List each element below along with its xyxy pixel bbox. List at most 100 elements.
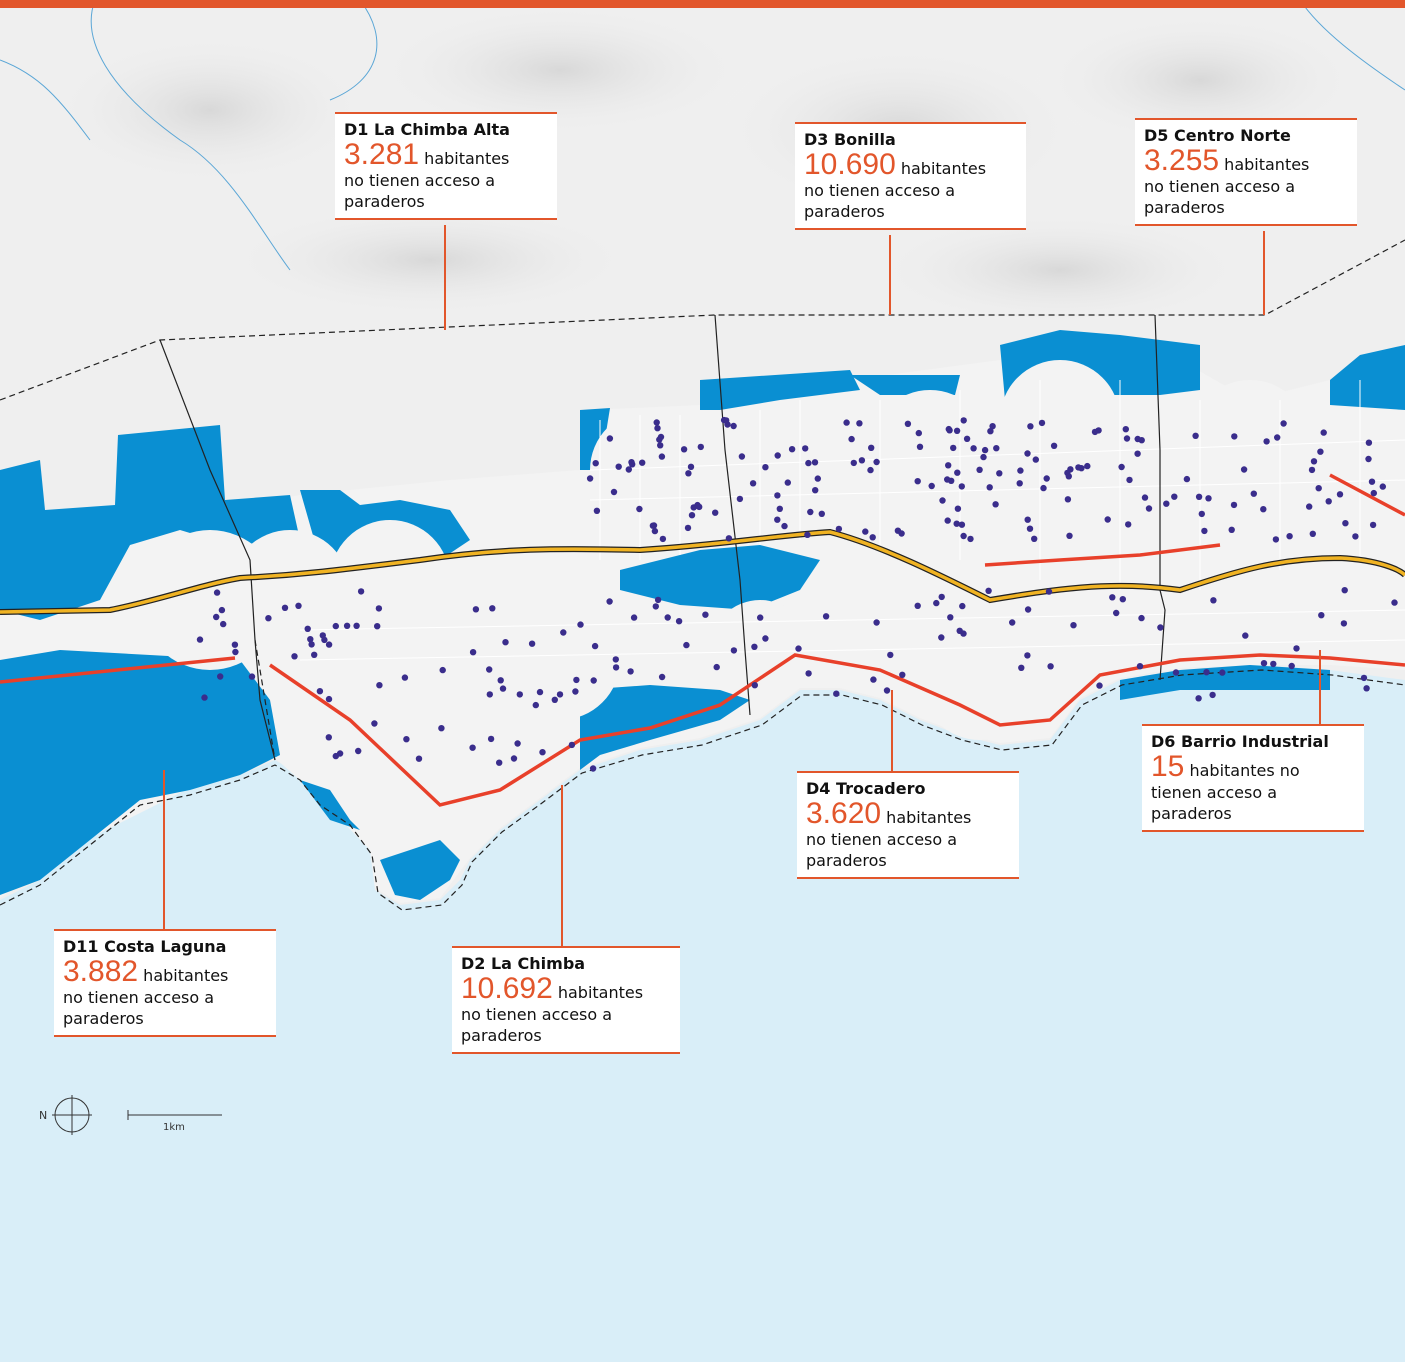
bus-stop-point [757,614,764,621]
bus-stop-point [712,509,719,516]
bus-stop-point [996,470,1003,477]
bus-stop-point [1368,478,1376,485]
district-name: D6 Barrio Industrial [1151,732,1329,751]
bus-stop-point [304,625,311,632]
bus-stop-point [805,459,812,467]
callout-d6[interactable]: D6 Barrio Industrial 15 habitantes no ti… [1142,724,1364,832]
bus-stop-point [730,647,738,654]
bus-stop-point [353,622,360,629]
district-note: tienen acceso a paraderos [1151,783,1278,823]
bus-stop-point [586,475,594,482]
bus-stop-point [497,677,504,684]
bus-stop-point [439,666,446,674]
scale-bar [127,1110,222,1120]
callout-d3[interactable]: D3 Bonilla 10.690 habitantes no tienen a… [795,122,1026,230]
bus-stop-point [873,458,880,466]
bus-stop-point [751,643,758,650]
bus-stop-point [960,417,967,424]
bus-stop-point [1104,516,1111,523]
bus-stop-point [1340,620,1348,627]
bus-stop-point [325,641,333,648]
bus-stop-point [1274,434,1281,441]
bus-stop-point [725,535,733,542]
bus-stop-point [657,433,665,441]
bus-stop-point [1134,450,1141,457]
bus-stop-point [749,480,757,487]
bus-stop-point [970,445,977,452]
bus-stop-point [1084,462,1091,470]
callout-d1[interactable]: D1 La Chimba Alta 3.281 habitantes no ti… [335,112,557,220]
bus-stop-point [953,427,961,434]
bus-stop-point [784,479,791,486]
bus-stop-point [332,622,339,630]
callout-d11[interactable]: D11 Costa Laguna 3.882 habitantes no tie… [54,929,276,1037]
district-name: D3 Bonilla [804,130,896,149]
bus-stop-point [1016,480,1023,487]
bus-stop-point [1138,437,1145,444]
bus-stop-point [201,694,208,701]
bus-stop-point [684,524,692,532]
bus-stop-point [1075,464,1082,471]
bus-stop-point [1024,652,1031,659]
callout-d4[interactable]: D4 Trocadero 3.620 habitantes no tienen … [797,771,1019,879]
callout-d2[interactable]: D2 La Chimba 10.692 habitantes no tienen… [452,946,680,1054]
bus-stop-point [967,535,974,543]
bus-stop-point [887,651,894,659]
bus-stop-point [774,492,781,499]
district-unit: habitantes no [1189,761,1300,780]
bus-stop-point [664,614,671,621]
district-value: 10.692 [461,972,553,1005]
bus-stop-point [654,425,661,432]
bus-stop-point [1145,505,1153,512]
district-name: D4 Trocadero [806,779,926,798]
bus-stop-point [1230,501,1238,509]
callout-d5[interactable]: D5 Centro Norte 3.255 habitantes no tien… [1135,118,1357,226]
bus-stop-point [1091,428,1099,436]
bus-stop-point [985,587,992,594]
bus-stop-point [980,453,987,461]
bus-stop-point [1125,521,1132,528]
bus-stop-point [1325,498,1332,505]
bus-stop-point [502,639,509,646]
bus-stop-point [1260,506,1267,513]
bus-stop-point [954,469,961,476]
bus-stop-point [1065,473,1073,480]
bus-stop-point [963,435,971,442]
bus-stop-point [572,688,579,695]
bus-stop-point [1342,520,1349,527]
north-label: N [39,1109,47,1122]
bus-stop-point [652,603,659,610]
bus-stop-point [551,696,558,703]
bus-stop-point [713,663,720,671]
bus-stop-point [1122,426,1130,433]
bus-stop-point [401,674,409,681]
bus-stop-point [649,522,657,529]
bus-stop-point [606,598,613,605]
bus-stop-point [1126,476,1133,484]
bus-stop-point [1118,463,1125,471]
bus-stop-point [316,688,324,695]
district-note: no tienen acceso a paraderos [1144,177,1296,217]
bus-stop-point [811,459,819,466]
bus-stop-point [218,606,226,614]
bus-stop-point [814,475,821,482]
bus-stop-point [899,671,906,678]
bus-stop-point [986,484,993,491]
bus-stop-point [856,420,863,427]
bus-stop-point [953,520,960,527]
bus-stop-point [1040,484,1047,492]
bus-stop-point [1172,669,1180,676]
bus-stop-point [1018,664,1025,671]
district-name: D5 Centro Norte [1144,126,1291,145]
bus-stop-point [357,588,365,595]
bus-stop-point [625,466,632,473]
bus-stop-point [736,495,744,503]
bus-stop-point [1109,594,1116,601]
bus-stop-point [870,676,877,683]
bus-stop-point [1026,525,1034,532]
bus-stop-point [375,605,383,612]
bus-stop-point [915,429,922,437]
bus-stop-point [697,443,704,451]
bus-stop-point [308,641,315,648]
